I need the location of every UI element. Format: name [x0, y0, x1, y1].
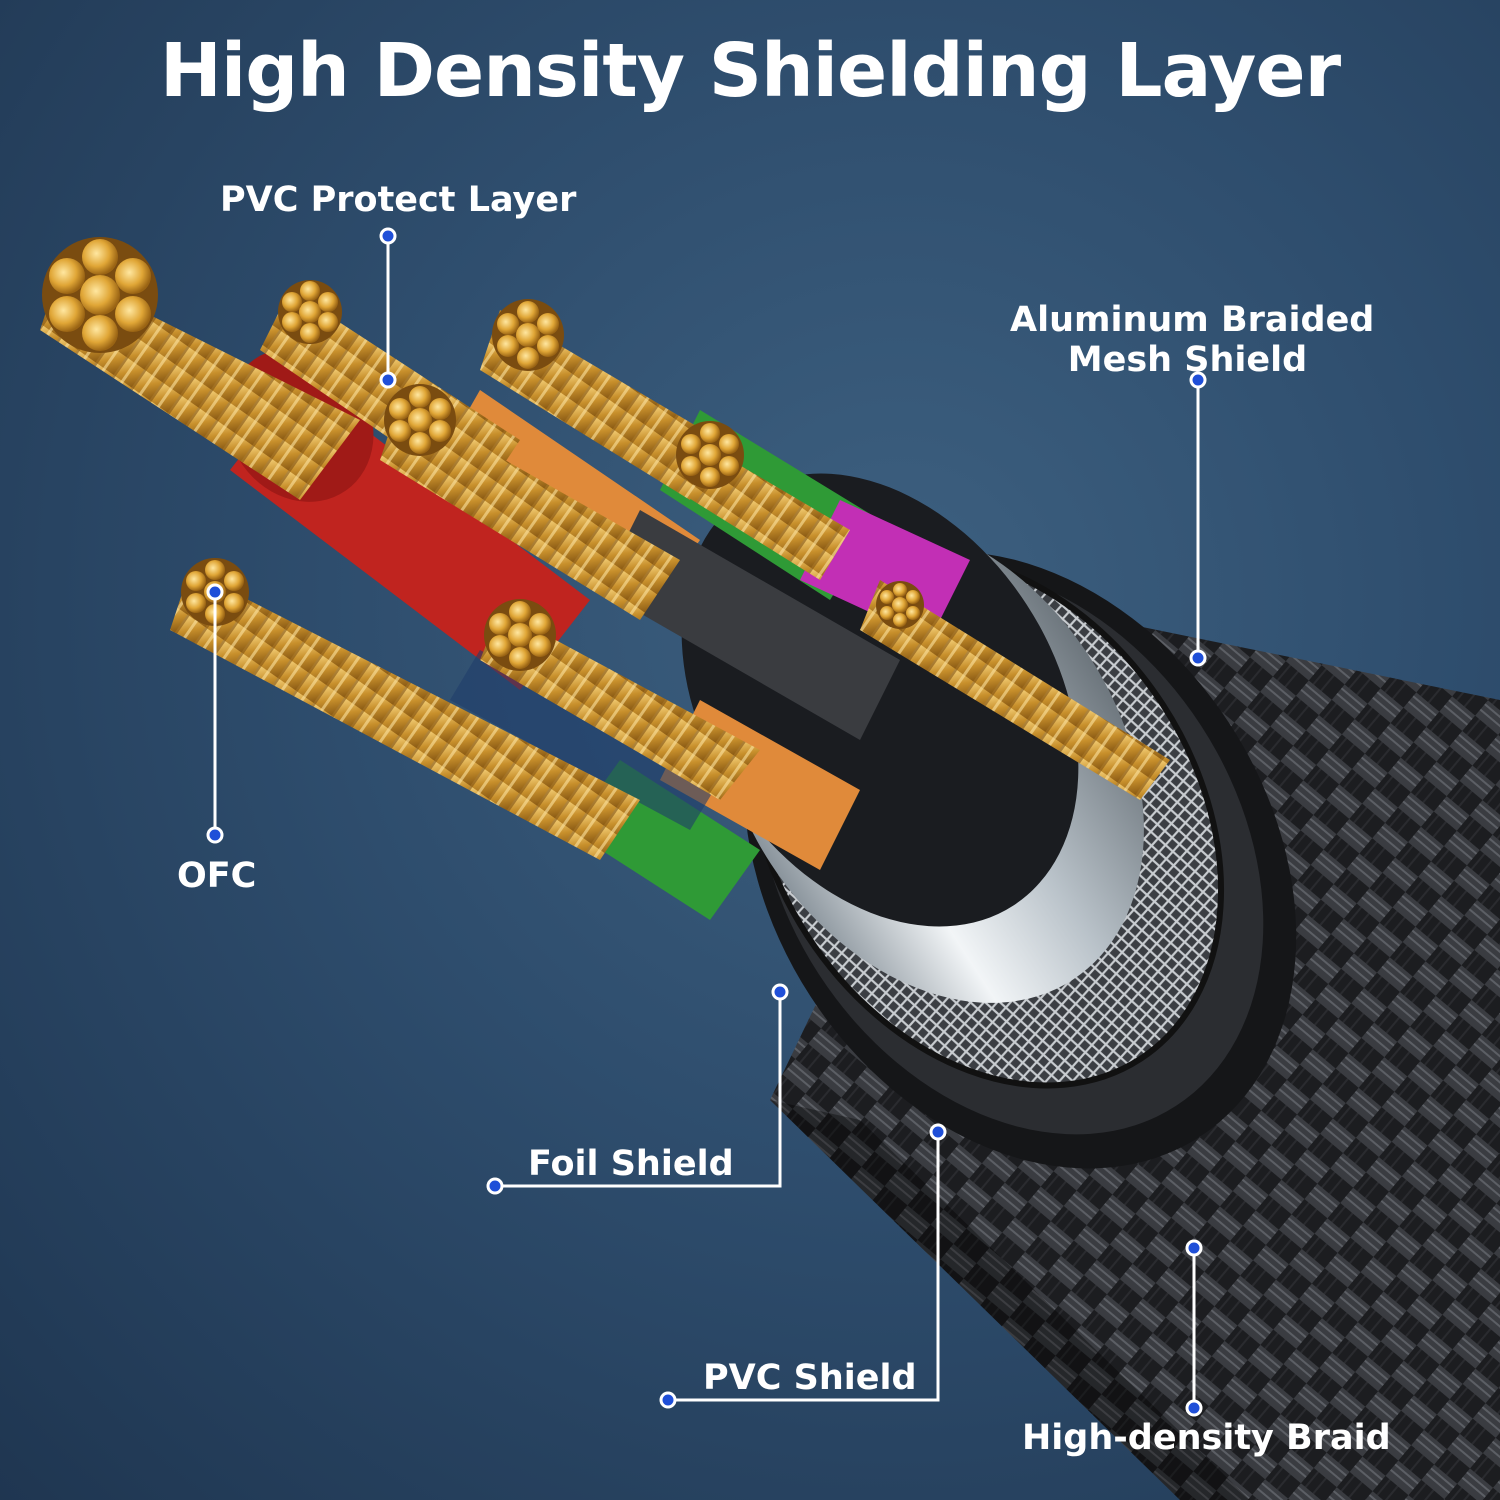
page-title: High Density Shielding Layer: [159, 28, 1341, 114]
callout-dot-pvc-shield-end: [659, 1391, 677, 1409]
label-aluminum-line2: Mesh Shield: [1067, 340, 1308, 381]
label-high-density-braid: High-density Braid: [1022, 1418, 1391, 1458]
callout-line-pvc-shield: [668, 1132, 940, 1402]
label-aluminum-line1: Aluminum Braided: [1010, 300, 1375, 340]
conductor-end-caps: [42, 237, 924, 671]
callout-dot-braid-end: [1185, 1399, 1203, 1417]
copper-conductors: [40, 270, 1170, 860]
callout-dot-braid-top: [1185, 1239, 1203, 1257]
callout-dot-pvc-protect-top: [379, 227, 397, 245]
callout-lines: [213, 236, 1200, 1408]
label-pvc-shield: PVC Shield: [703, 1358, 917, 1398]
callout-dot-ofc-top: [206, 583, 224, 601]
callout-dot-aluminum-end: [1189, 649, 1207, 667]
callout-dot-pvc-shield-top: [929, 1123, 947, 1141]
label-aluminum-braided-mesh-shield: Aluminum Braided Mesh Shield: [1010, 300, 1375, 381]
callout-dot-aluminum-top: [1189, 371, 1207, 389]
callout-dots: [206, 227, 1207, 1417]
callout-line-foil-shield: [495, 992, 782, 1188]
callout-dot-foil-top: [771, 983, 789, 1001]
callout-dot-pvc-protect-end: [379, 371, 397, 389]
callout-dot-foil-end: [486, 1177, 504, 1195]
callout-dot-ofc-end: [206, 826, 224, 844]
label-pvc-protect-layer: PVC Protect Layer: [220, 180, 577, 220]
label-ofc: OFC: [177, 856, 257, 896]
label-foil-shield: Foil Shield: [528, 1144, 734, 1184]
